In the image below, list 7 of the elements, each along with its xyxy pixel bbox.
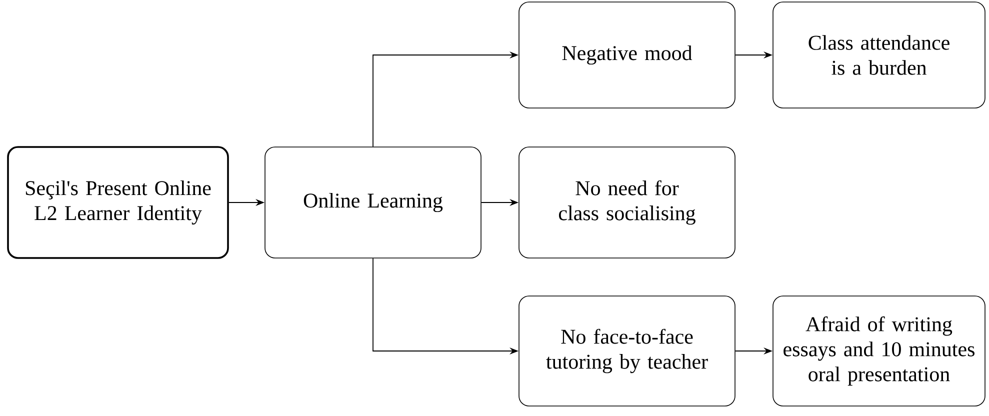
process-box: Class attendance is a burden xyxy=(772,2,986,108)
process-box: No face-to-face tutoring by teacher xyxy=(518,296,736,406)
process-box: Seçil's Present Online L2 Learner Identity xyxy=(7,146,229,259)
process-box: Negative mood xyxy=(518,2,736,108)
process-box: Afraid of writing essays and 10 minutes oral presentation xyxy=(772,296,986,406)
process-box: No need for class socialising xyxy=(518,146,736,258)
process-box: Online Learning xyxy=(264,146,482,258)
